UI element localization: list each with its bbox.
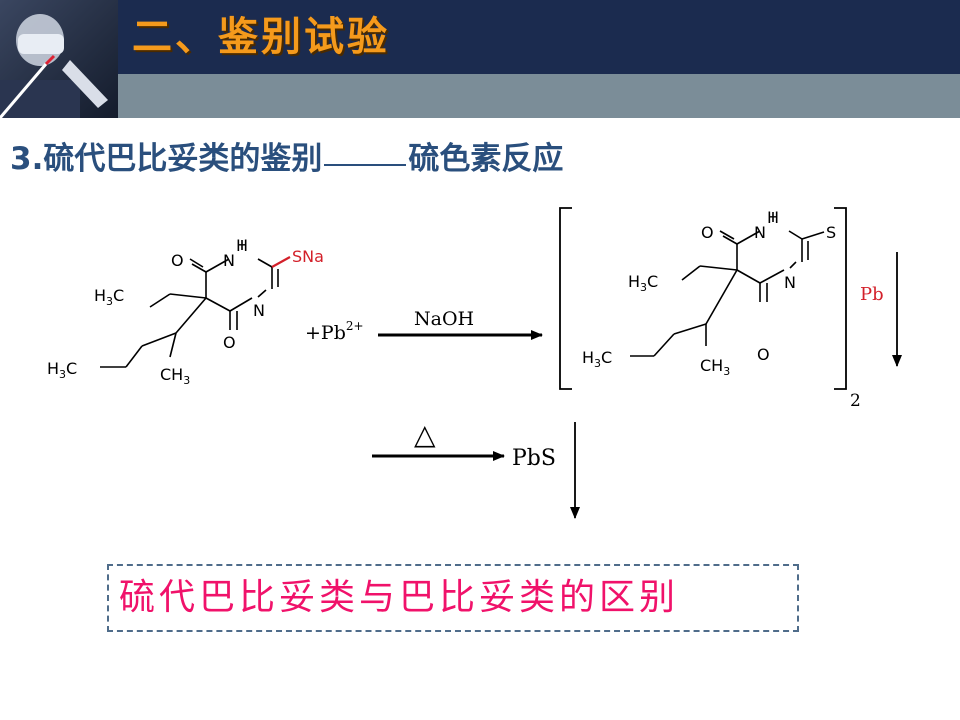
product-n1: N	[754, 223, 766, 242]
conclusion-box: 硫代巴比妥类与巴比妥类的区别	[107, 564, 799, 632]
product-ch3: CH3	[700, 356, 730, 378]
reactant-h3c-butyl: H3C	[47, 359, 77, 381]
bracket-subscript: 2	[850, 391, 861, 411]
title-dash	[324, 163, 407, 166]
product-s: S	[826, 223, 836, 242]
section-title-left: 硫代巴比妥类的鉴别	[43, 141, 323, 177]
product-labels: H N N O O S H3C H3C CH3	[582, 208, 836, 378]
header-strip	[118, 74, 960, 118]
product-h3c-ethyl: H3C	[628, 272, 658, 294]
header-photo	[0, 0, 118, 118]
header-band	[118, 0, 960, 74]
product-n2: N	[784, 273, 796, 292]
reactant-o-bottom: O	[223, 333, 236, 352]
heat-symbol: △	[414, 418, 436, 451]
bracket-pb-label: Pb	[860, 284, 884, 305]
reactant-h3c-ethyl: H3C	[94, 286, 124, 308]
conclusion-text: 硫代巴比妥类与巴比妥类的区别	[119, 577, 680, 618]
reactant-h: H	[236, 236, 248, 255]
reactant-sna: SNa	[292, 247, 324, 266]
reactant-n2: N	[253, 301, 265, 320]
arrow1-label: NaOH	[414, 308, 474, 330]
section-heading: 3.硫代巴比妥类的鉴别 硫色素反应	[10, 136, 563, 182]
reactant-labels: H N N O O SNa H3C H3C CH3	[47, 236, 324, 387]
reactant-n1: N	[223, 251, 235, 270]
section-title-right: 硫色素反应	[408, 141, 564, 177]
reactant-ch3: CH3	[160, 365, 190, 387]
reactant-structure	[100, 240, 291, 368]
reagent-pb: +Pb2+	[305, 319, 364, 344]
bracket-left	[559, 207, 572, 390]
product-o-bottom: O	[757, 345, 770, 364]
bracket-right	[834, 207, 847, 390]
section-number: 3.	[10, 141, 44, 177]
product-o-top: O	[701, 223, 714, 242]
product-structure	[630, 212, 825, 357]
final-product-pbs: PbS	[512, 446, 556, 471]
product-h: H	[767, 208, 779, 227]
product-h3c-butyl: H3C	[582, 348, 612, 370]
slide-title: 二、鉴别试验	[132, 14, 390, 60]
reactant-o-top: O	[171, 251, 184, 270]
reaction-scheme: H N N O O SNa H3C H3C CH3 +Pb2+ NaOH	[47, 207, 902, 519]
